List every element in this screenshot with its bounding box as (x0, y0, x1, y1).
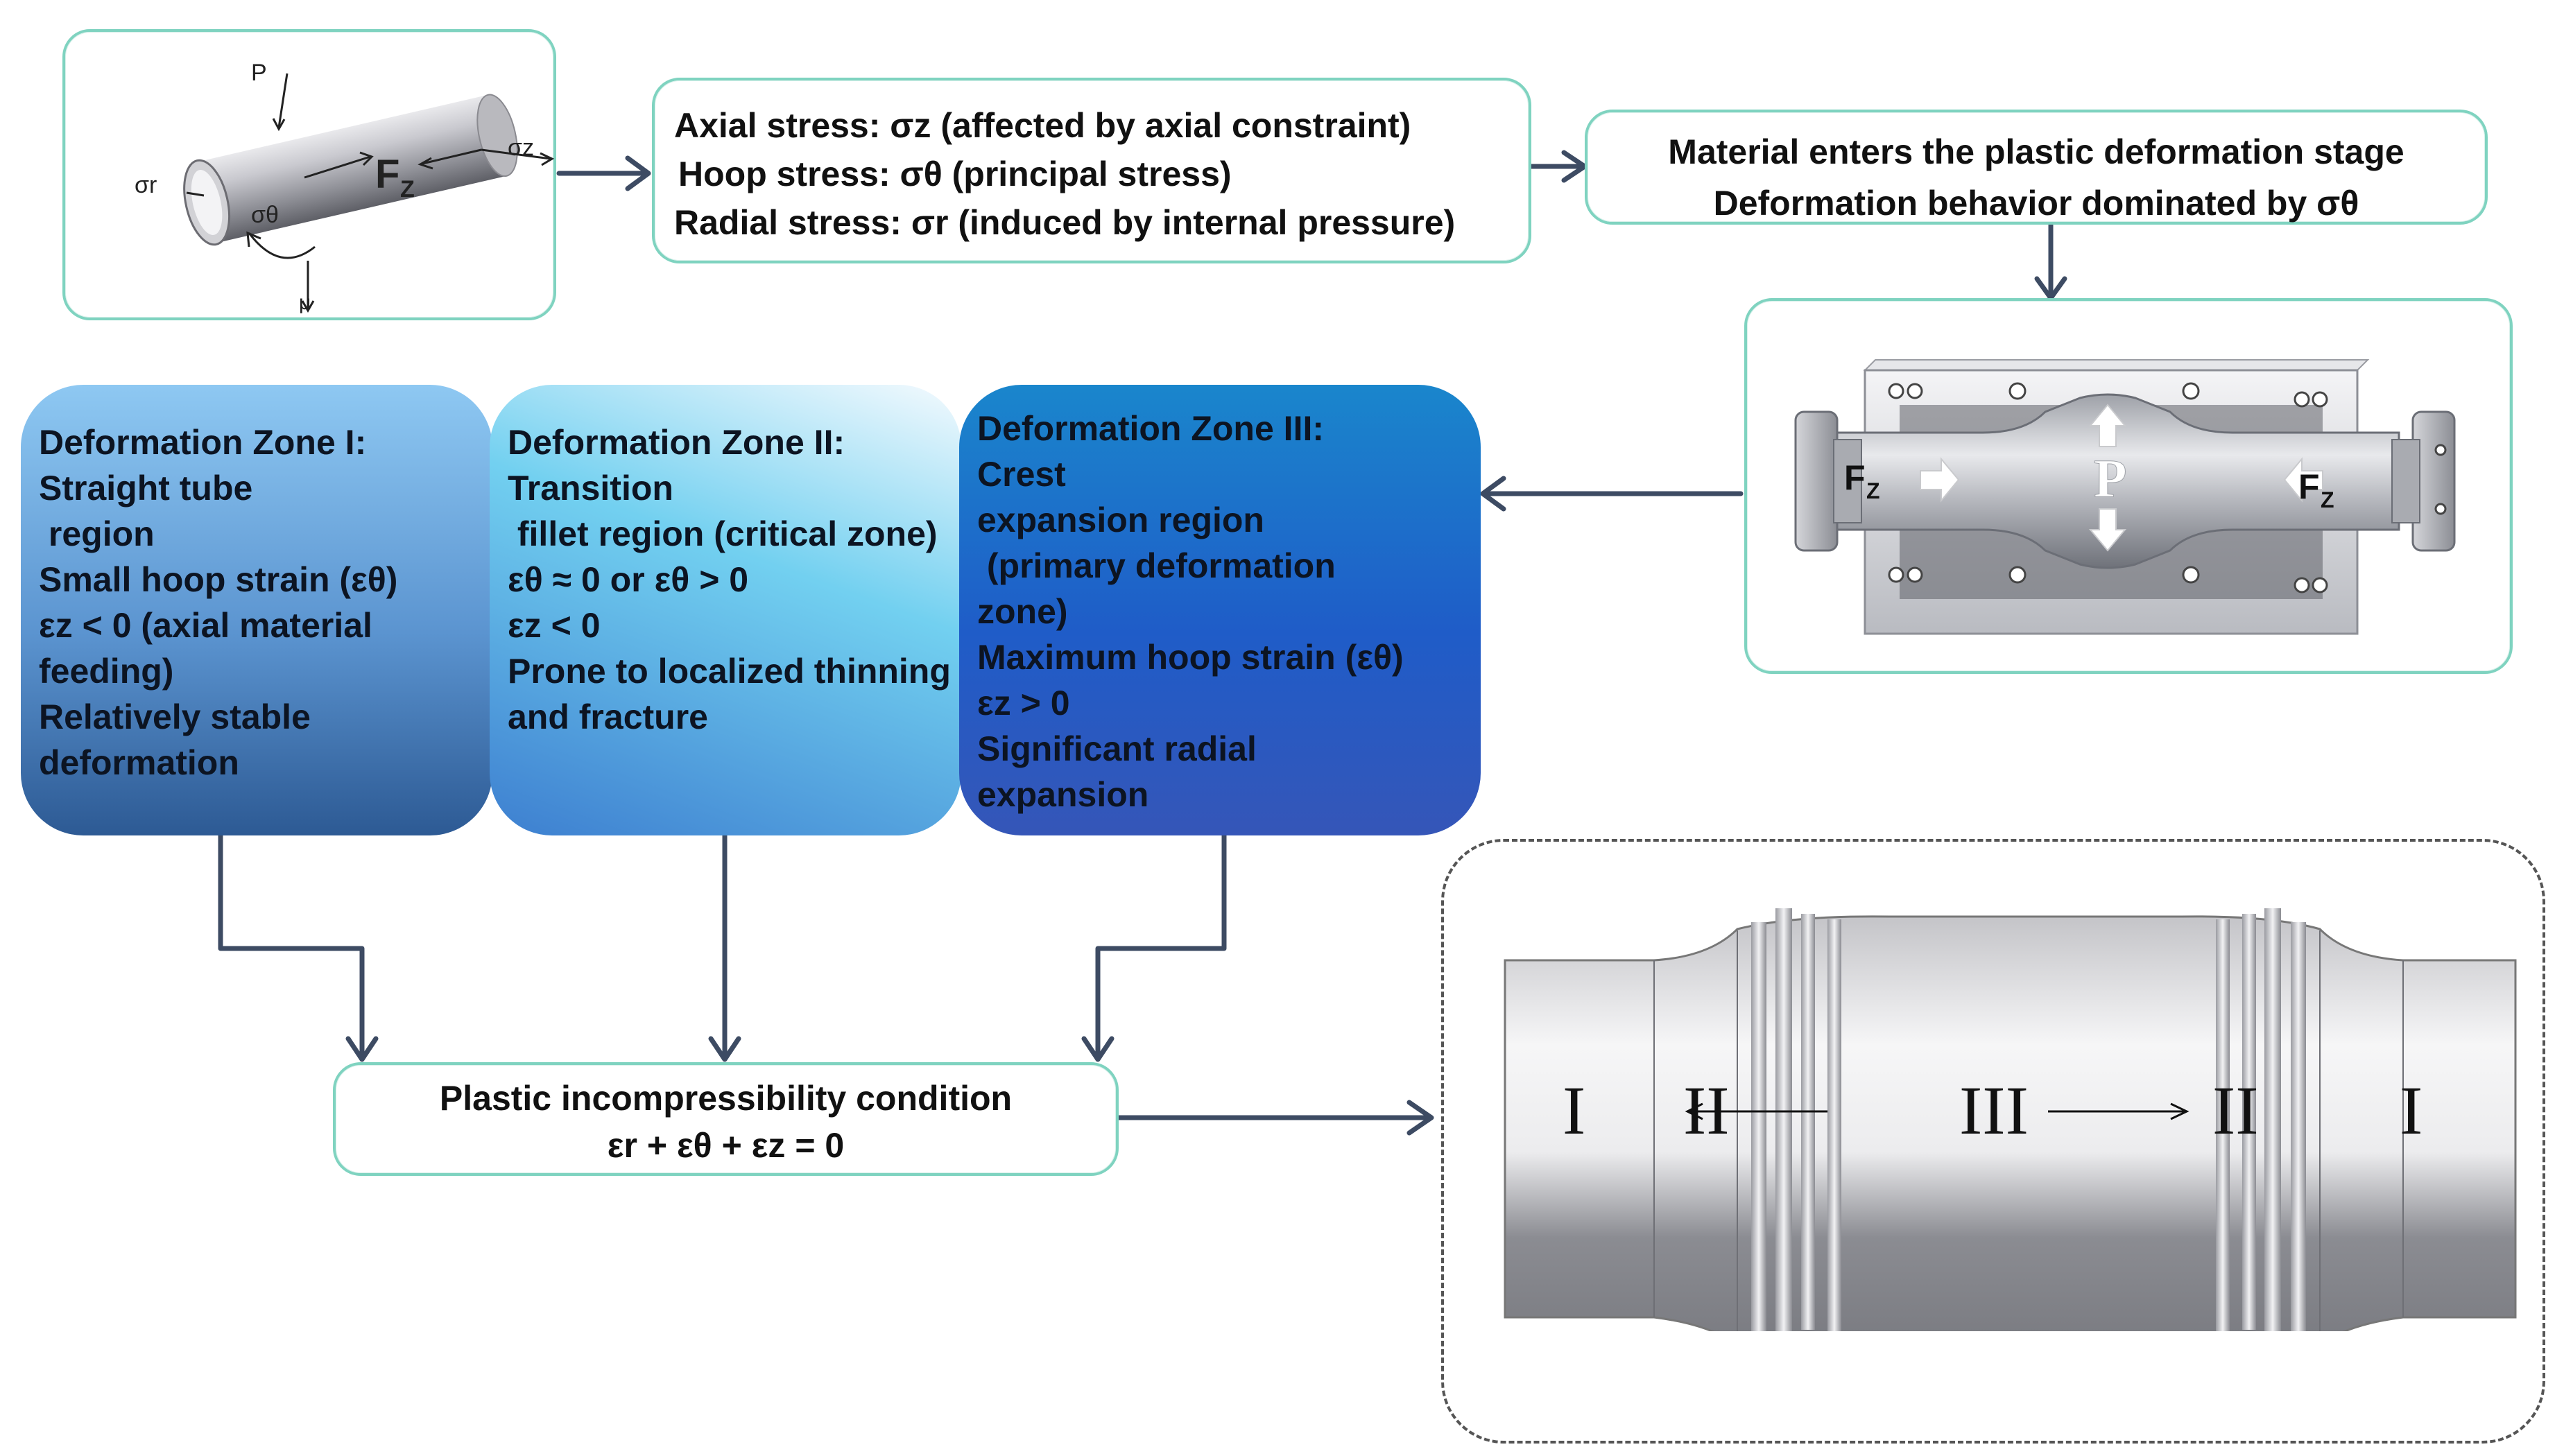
stress-components-box: Axial stress: σz (affected by axial cons… (652, 78, 1531, 263)
stress-line-radial: Radial stress: σr (induced by internal p… (674, 203, 1456, 242)
label-sigma-theta: σθ (251, 202, 279, 228)
tube-zone-label-2: II (1683, 1072, 1730, 1149)
hydroforming-die-box: F Z F Z P (1744, 298, 2513, 674)
plastic-stage-box: Material enters the plastic deformation … (1585, 110, 2488, 225)
zone1-line: deformation (39, 743, 239, 782)
zone1-line: feeding) (39, 652, 174, 691)
zone3-line: Significant radial (977, 729, 1257, 768)
die-label-fz-right-sub: Z (2321, 487, 2334, 512)
die-label-fz-left: F (1844, 458, 1866, 497)
zone2-line: and fracture (508, 697, 708, 736)
zone1-line: Deformation Zone I: (39, 423, 367, 462)
stress-line-hoop: Hoop stress: σθ (principal stress) (678, 155, 1232, 193)
zone2-line: Transition (508, 469, 673, 508)
deformation-zone-3: Deformation Zone III: Crest expansion re… (959, 385, 1481, 835)
zone3-line: Deformation Zone III: (977, 409, 1324, 448)
zone2-line: fillet region (critical zone) (508, 514, 938, 553)
stress-line-axial: Axial stress: σz (affected by axial cons… (674, 106, 1411, 145)
label-mu: μ (299, 291, 311, 314)
tube-zone-label-4: II (2212, 1072, 2259, 1149)
label-fz-sub: Z (400, 176, 415, 202)
zone1-line: Straight tube (39, 469, 253, 508)
label-fz: F (375, 152, 399, 197)
die-illustration: F Z F Z P (1794, 359, 2456, 635)
zone1-line: εz < 0 (axial material (39, 606, 372, 645)
zone1-line: Relatively stable (39, 697, 311, 736)
zone3-line: εz > 0 (977, 684, 1070, 722)
zone1-line: Small hoop strain (εθ) (39, 560, 398, 599)
zone3-line: Crest (977, 455, 1066, 494)
formed-tube-illustration: I II III II I (1504, 908, 2517, 1331)
zone2-line: Prone to localized thinning (508, 652, 951, 691)
zone2-line: Deformation Zone II: (508, 423, 845, 462)
zone3-line: expansion region (977, 501, 1264, 539)
label-sigma-z: σz (508, 135, 534, 161)
zone1-line: region (39, 514, 155, 553)
zone2-line: εθ ≈ 0 or εθ > 0 (508, 560, 749, 599)
label-sigma-r: σr (135, 172, 157, 198)
plastic-line-2: Deformation behavior dominated by σθ (1713, 184, 2359, 223)
formed-tube-frame (1441, 839, 2545, 1444)
plastic-line-1: Material enters the plastic deformation … (1668, 132, 2404, 171)
die-label-fz-left-sub: Z (1866, 478, 1880, 503)
tube-zone-label-3: III (1959, 1072, 2029, 1149)
die-label-p: P (2094, 448, 2127, 508)
condition-title: Plastic incompressibility condition (439, 1079, 1013, 1118)
tube-zone-label-5: I (2400, 1072, 2423, 1149)
label-p: P (251, 60, 267, 86)
deformation-zone-1: Deformation Zone I: Straight tube region… (21, 385, 492, 835)
incompressibility-condition-box: Plastic incompressibility condition εr +… (333, 1062, 1119, 1176)
tube-stress-sketch-box: P F Z σz σr σθ μ (62, 29, 556, 320)
zone3-line: (primary deformation (977, 546, 1336, 585)
zone3-line: Maximum hoop strain (εθ) (977, 638, 1404, 677)
die-label-fz-right: F (2298, 467, 2320, 506)
tube-sketch: P F Z σz σr σθ μ (135, 60, 555, 314)
arrow-zone1-to-condition (218, 833, 365, 1060)
tube-zone-label-1: I (1563, 1072, 1585, 1149)
zone3-line: expansion (977, 775, 1149, 814)
condition-formula: εr + εθ + εz = 0 (607, 1126, 845, 1165)
arrow-zone3-to-condition (1095, 833, 1227, 1060)
deformation-zone-2: Deformation Zone II: Transition fillet r… (490, 385, 961, 835)
zone2-line: εz < 0 (508, 606, 601, 645)
zone3-line: zone) (977, 592, 1068, 631)
